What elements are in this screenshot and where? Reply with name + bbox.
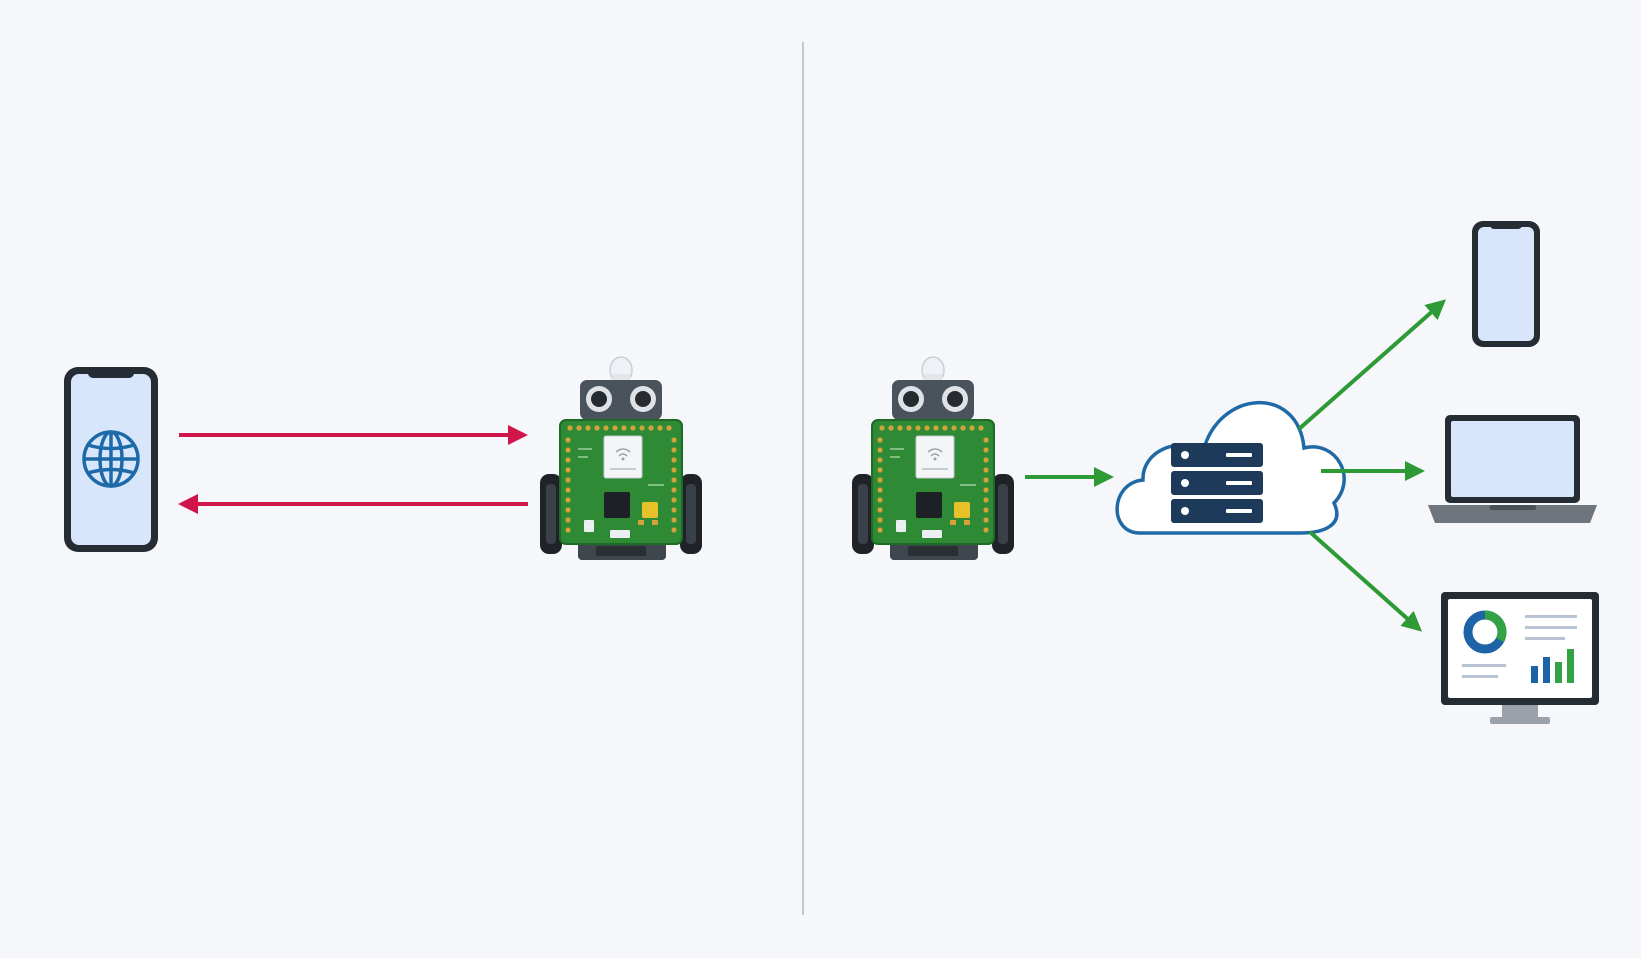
left-phone (64, 367, 158, 552)
donut-chart-icon (1463, 610, 1507, 654)
server-rack-icon (1171, 443, 1263, 523)
right-phone (1472, 221, 1540, 347)
robot-car-icon (851, 356, 1015, 561)
laptop-icon (1428, 415, 1597, 523)
globe-icon (82, 430, 140, 488)
bar-chart-icon (1531, 649, 1574, 683)
cloud-server-icon (1115, 400, 1346, 535)
arrow-cloud-to-monitor (1308, 530, 1422, 632)
arrow-cloud-to-phone (1297, 299, 1446, 431)
dashboard-monitor-icon (1441, 592, 1599, 724)
robot-car-icon (539, 356, 703, 561)
